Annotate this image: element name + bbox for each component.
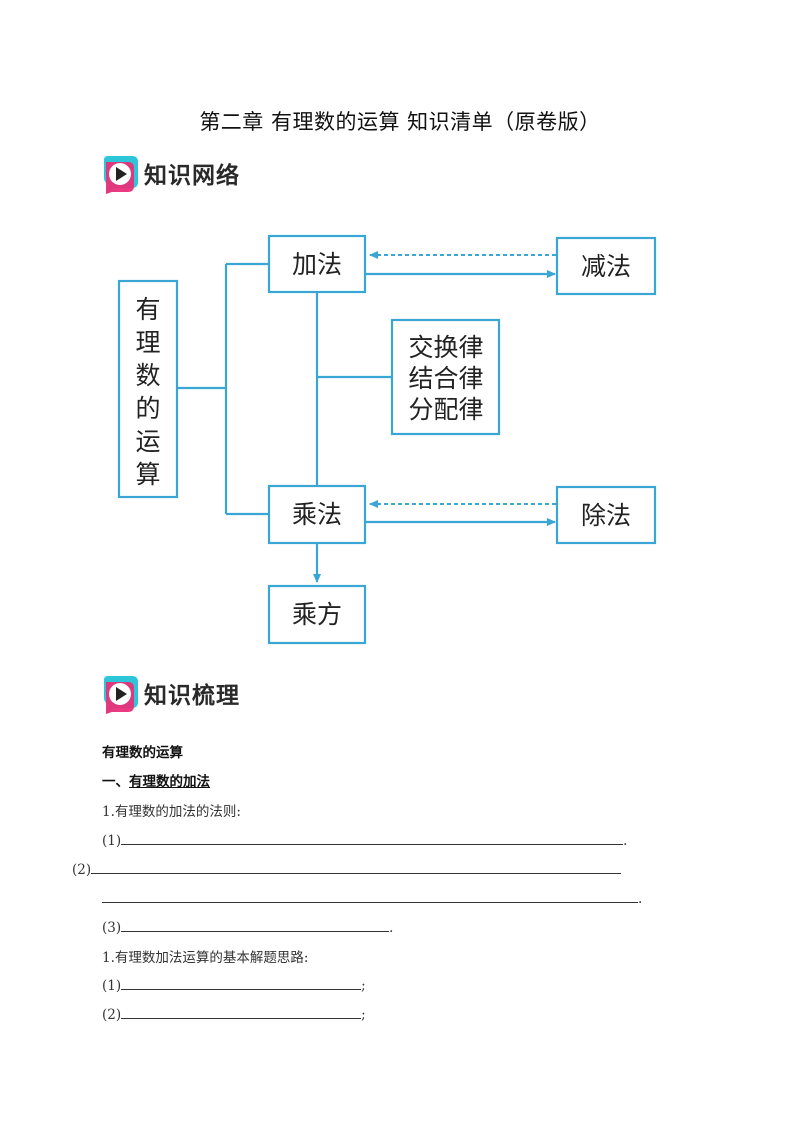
idea-1: (1); bbox=[102, 975, 366, 994]
div-label: 除法 bbox=[581, 501, 631, 530]
fill-blank[interactable] bbox=[121, 830, 624, 845]
root-char: 理 bbox=[135, 328, 160, 357]
page-title: 第二章 有理数的运算 知识清单（原卷版） bbox=[199, 110, 601, 134]
fill-blank[interactable] bbox=[121, 1004, 362, 1019]
rule-title: 1.有理数的加法的法则: bbox=[102, 804, 241, 820]
content-subheading: 一、有理数的加法 bbox=[102, 770, 210, 790]
play-logo-icon bbox=[104, 156, 138, 194]
pow-label: 乘方 bbox=[292, 600, 342, 629]
add-box bbox=[267, 234, 367, 294]
mul-box bbox=[267, 484, 367, 545]
idea-2-end: ; bbox=[361, 1007, 366, 1023]
rule-2-end: . bbox=[638, 891, 643, 907]
root-char: 的 bbox=[135, 394, 160, 423]
content-heading: 有理数的运算 bbox=[102, 745, 183, 761]
div-box bbox=[555, 485, 657, 545]
fill-blank[interactable] bbox=[121, 917, 390, 932]
subheading-text: 有理数的加法 bbox=[129, 774, 210, 790]
play-logo-icon bbox=[104, 676, 138, 714]
fill-blank[interactable] bbox=[91, 859, 622, 874]
laws-box bbox=[390, 318, 501, 436]
section-header-network: 知识网络 bbox=[102, 152, 302, 196]
idea-2-number: (2) bbox=[102, 1007, 122, 1023]
idea-title: 1.有理数加法运算的基本解题思路: bbox=[102, 950, 309, 966]
idea-1-end: ; bbox=[361, 978, 366, 994]
root-char: 算 bbox=[135, 460, 160, 489]
law-distributive: 分配律 bbox=[408, 395, 483, 424]
rule-2-number: (2) bbox=[72, 862, 92, 878]
rule-3-number: (3) bbox=[102, 920, 122, 936]
root-box bbox=[117, 279, 179, 499]
add-label: 加法 bbox=[292, 250, 342, 279]
section-header-summary: 知识梳理 bbox=[102, 672, 302, 716]
subheading-prefix: 一、 bbox=[102, 774, 129, 790]
section-label: 知识梳理 bbox=[144, 683, 240, 709]
rule-2-continuation: . bbox=[102, 888, 642, 907]
sub-label: 减法 bbox=[581, 252, 631, 281]
idea-1-number: (1) bbox=[102, 978, 122, 994]
section-label: 知识网络 bbox=[144, 163, 240, 189]
knowledge-network-diagram: 有 理 数 的 运 算 加法 减法 交换律 结合律 分配律 乘法 除法 乘方 bbox=[117, 234, 657, 645]
rule-1: (1). bbox=[102, 830, 627, 849]
rule-3-end: . bbox=[389, 920, 394, 936]
mul-label: 乘法 bbox=[292, 500, 342, 529]
root-char: 数 bbox=[135, 361, 160, 390]
idea-2: (2); bbox=[102, 1004, 366, 1023]
root-char: 运 bbox=[135, 427, 160, 456]
rule-1-number: (1) bbox=[102, 833, 122, 849]
pow-box bbox=[267, 584, 367, 645]
rule-2: (2) bbox=[72, 859, 622, 878]
law-associative: 结合律 bbox=[408, 364, 483, 393]
root-char: 有 bbox=[135, 295, 160, 324]
rule-1-end: . bbox=[623, 833, 628, 849]
law-commutative: 交换律 bbox=[408, 333, 483, 362]
fill-blank[interactable] bbox=[102, 888, 638, 903]
sub-box bbox=[555, 236, 657, 296]
rule-3: (3). bbox=[102, 917, 393, 936]
fill-blank[interactable] bbox=[121, 975, 362, 990]
